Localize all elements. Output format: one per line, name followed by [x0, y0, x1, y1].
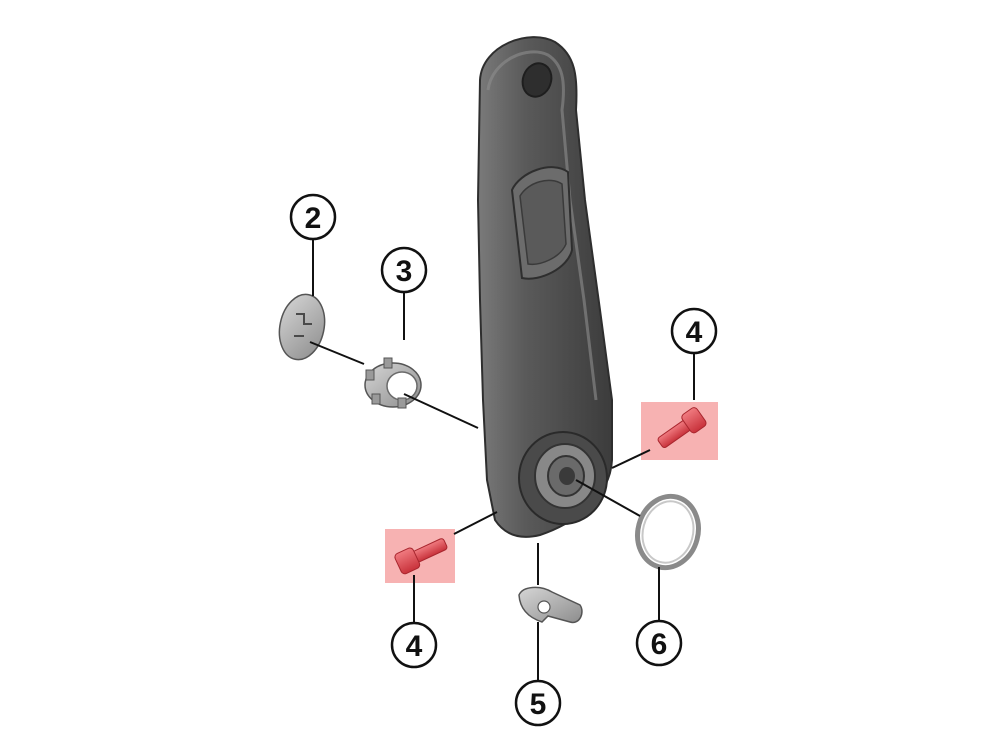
part-4-bolt-upper	[641, 402, 718, 460]
callout-2: 2	[289, 193, 337, 241]
callout-4-lower-label: 4	[406, 630, 423, 663]
part-5-clip	[518, 586, 583, 624]
pedal-hole	[521, 62, 553, 98]
callout-3-label: 3	[396, 255, 413, 288]
callout-6: 6	[635, 619, 683, 667]
crank-arm	[476, 36, 613, 538]
callout-3: 3	[380, 246, 428, 294]
callout-2-label: 2	[305, 202, 322, 235]
callout-6-label: 6	[651, 628, 668, 661]
part-3-lock-ring	[364, 357, 422, 409]
crank-spindle-interface	[518, 431, 608, 525]
part-2-cap	[278, 293, 326, 361]
leader-lines	[309, 240, 695, 680]
callout-4-lower: 4	[390, 621, 438, 669]
callout-5: 5	[514, 679, 562, 727]
part-6-o-ring	[635, 493, 701, 571]
callout-4-upper-label: 4	[686, 316, 703, 349]
callout-5-label: 5	[530, 688, 547, 721]
callout-4-upper: 4	[670, 307, 718, 355]
part-4-bolt-lower	[385, 529, 455, 583]
